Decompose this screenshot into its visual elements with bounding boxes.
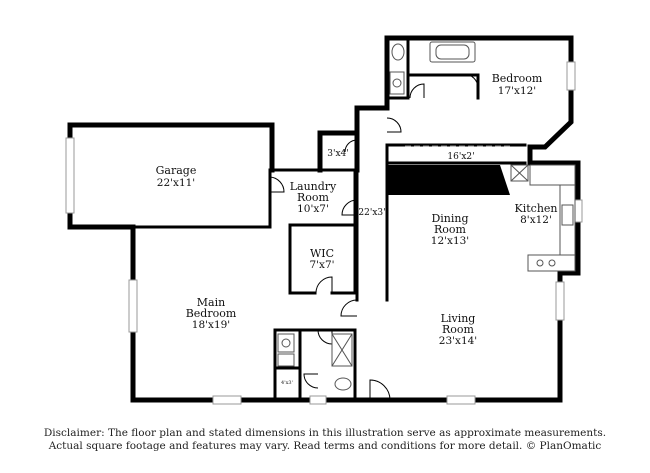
main-bedroom-door-swing	[340, 299, 358, 317]
bedroom-dim: 17'x12'	[498, 85, 536, 97]
closet-walls	[317, 130, 360, 173]
laundry-name-1: Laundry	[290, 180, 337, 193]
living-name-1: Living	[441, 312, 476, 325]
kitchen-counter	[529, 164, 576, 186]
hall-door-swing	[386, 117, 402, 133]
bedroom-bath-door-swing	[409, 83, 425, 99]
garage-door-swing	[269, 176, 285, 193]
bath-closet-dim: 4'x3'	[281, 380, 293, 386]
bedroom-name: Bedroom	[492, 72, 543, 85]
room-labels: Garage 22'x11' Laundry Room 10'x7' 3'x4'…	[156, 72, 558, 386]
laundry-door-swing	[341, 199, 358, 216]
closet-door-swing	[344, 139, 358, 153]
bedroom-door-swing	[463, 73, 479, 89]
hallway-dim: 16'x2'	[447, 152, 474, 162]
laundry-dim: 10'x7'	[297, 203, 329, 215]
fixtures	[277, 41, 576, 391]
kitchen-sink-basin	[561, 204, 574, 226]
wic-name: WIC	[310, 247, 334, 260]
main-bedroom-name-1: Main	[197, 296, 225, 309]
wic-door-swing	[315, 276, 333, 294]
disclaimer: Disclaimer: The floor plan and stated di…	[0, 427, 650, 453]
dining-dim: 12'x13'	[431, 235, 469, 247]
main-bedroom-dim: 18'x19'	[192, 319, 230, 331]
kitchen-walls	[367, 144, 581, 403]
bathtub	[429, 41, 476, 63]
main-bedroom-name-2: Bedroom	[186, 307, 237, 320]
bottom-window-living	[446, 395, 476, 405]
dining-name-2: Room	[434, 223, 467, 236]
hall-top-wall	[354, 35, 574, 150]
kitchen-dim: 8'x12'	[520, 214, 552, 226]
wic-dim: 7'x7'	[309, 259, 334, 271]
stove	[527, 254, 576, 272]
garage-dim: 22'x11'	[157, 177, 195, 189]
living-side-door	[555, 281, 565, 321]
disclaimer-line-2: Actual square footage and features may v…	[48, 440, 602, 452]
hall-vertical-dim: 22'x3'	[358, 208, 385, 218]
windows	[65, 61, 583, 405]
vanity-sink-2	[277, 353, 295, 367]
wic-walls	[288, 225, 357, 295]
bath-door-swing-2	[303, 373, 319, 389]
bath-door-swing	[317, 329, 333, 345]
bedroom-window	[566, 61, 576, 91]
living-name-2: Room	[442, 323, 475, 336]
bottom-window-left	[212, 395, 242, 405]
entry-door-swing	[369, 379, 391, 401]
doors	[269, 73, 479, 401]
toilet-icon	[334, 377, 352, 391]
kitchen-name: Kitchen	[515, 202, 558, 215]
bathroom-walls	[273, 328, 357, 402]
bedroom-bath-walls	[385, 36, 480, 100]
main-bedroom-window	[128, 279, 138, 333]
laundry-name-2: Room	[297, 191, 330, 204]
toilet-icon	[391, 43, 405, 61]
garage-name: Garage	[156, 164, 197, 177]
disclaimer-line-1: Disclaimer: The floor plan and stated di…	[43, 427, 607, 439]
vanity-sink-1	[277, 333, 295, 353]
living-dim: 23'x14'	[439, 335, 477, 347]
dining-counter	[387, 165, 510, 195]
bottom-window-bath	[309, 395, 327, 405]
sink-icon	[389, 71, 405, 95]
closet-dim: 3'x4'	[327, 149, 348, 159]
garage-window	[65, 137, 75, 214]
dining-name-1: Dining	[431, 212, 468, 225]
